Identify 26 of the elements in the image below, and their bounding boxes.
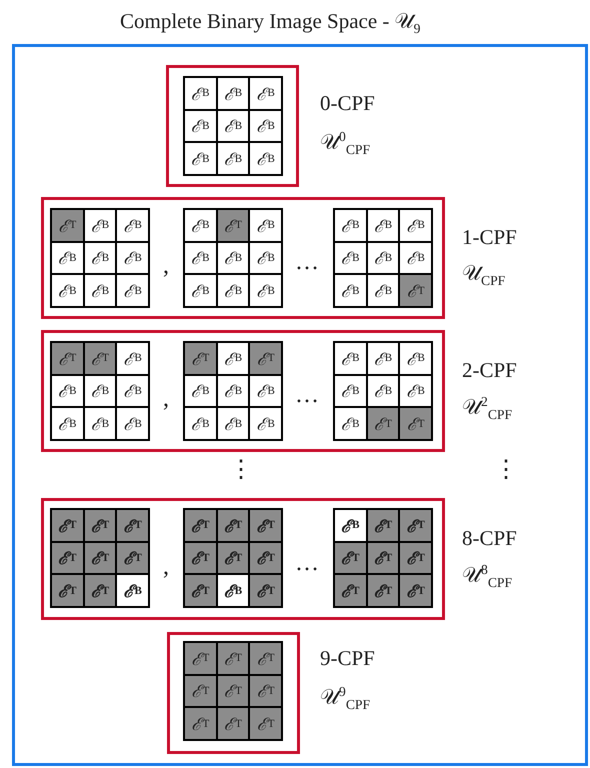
separator-mark: … [295,382,319,409]
separator-mark: ⋮ [229,456,253,484]
pixel-grid [333,208,433,308]
pixel-grid [183,641,283,741]
class-label: 0-CPF [320,91,375,116]
pixel-grid [50,208,150,308]
pixel-grid [50,341,150,441]
class-label: 2-CPF [462,358,517,383]
separator-mark: , [163,386,169,413]
separator-mark: , [163,554,169,581]
class-label: 1-CPF [462,225,517,250]
pixel-grid [333,508,433,608]
separator-mark: … [295,550,319,577]
pixel-grid [183,508,283,608]
separator-mark: ⋮ [494,456,518,484]
pixel-grid [50,508,150,608]
class-label: 9-CPF [320,646,375,671]
separator-mark: … [295,249,319,276]
pixel-grid [183,208,283,308]
pixel-grid [333,341,433,441]
pixel-grid [183,341,283,441]
class-label: 8-CPF [462,526,517,551]
title: Complete Binary Image Space - 𝒰$_{9}$ [120,9,420,38]
separator-mark: , [163,253,169,280]
pixel-grid [183,76,283,176]
set-symbol: 𝒰$_{CPF}$ [462,261,506,290]
